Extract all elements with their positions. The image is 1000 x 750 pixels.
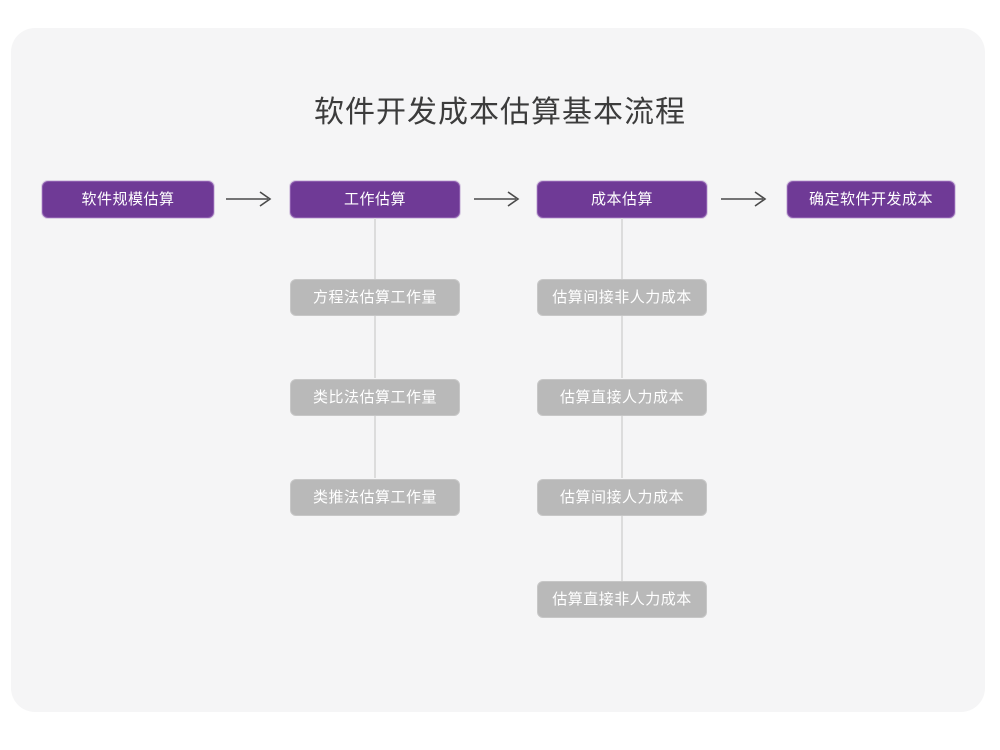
- substep-node[interactable]: 类比法估算工作量: [290, 379, 460, 416]
- stage-node-4-label: 确定软件开发成本: [808, 191, 933, 208]
- substep-node-label: 方程法估算工作量: [312, 289, 437, 306]
- substep-node-label: 估算直接非人力成本: [552, 591, 692, 608]
- page-title: 软件开发成本估算基本流程: [314, 96, 686, 129]
- substep-node-label: 估算间接人力成本: [559, 489, 684, 506]
- right-arrow-icon-1: [224, 187, 278, 211]
- right-arrow-icon-2: [472, 187, 526, 211]
- diagram-card: [11, 28, 985, 712]
- stage-node-1[interactable]: 软件规模估算: [42, 181, 214, 218]
- substep-node-label: 估算间接非人力成本: [552, 289, 692, 306]
- stage-node-3-label: 成本估算: [590, 191, 653, 208]
- substep-node[interactable]: 方程法估算工作量: [290, 279, 460, 316]
- substep-node-label: 类比法估算工作量: [312, 389, 437, 406]
- connector-line: [374, 416, 376, 478]
- connector-line: [621, 218, 623, 279]
- substep-node[interactable]: 估算间接非人力成本: [537, 279, 707, 316]
- connector-line: [374, 218, 376, 279]
- stage-node-3[interactable]: 成本估算: [537, 181, 707, 218]
- substep-node-label: 类推法估算工作量: [312, 489, 437, 506]
- connector-line: [621, 516, 623, 581]
- substep-node[interactable]: 类推法估算工作量: [290, 479, 460, 516]
- substep-node[interactable]: 估算直接非人力成本: [537, 581, 707, 618]
- stage-node-2[interactable]: 工作估算: [290, 181, 460, 218]
- substep-node-label: 估算直接人力成本: [559, 389, 684, 406]
- stage-node-2-label: 工作估算: [343, 191, 406, 208]
- right-arrow-icon-3: [719, 187, 773, 211]
- substep-node[interactable]: 估算直接人力成本: [537, 379, 707, 416]
- stage-node-4[interactable]: 确定软件开发成本: [787, 181, 955, 218]
- connector-line: [374, 316, 376, 378]
- stage-node-1-label: 软件规模估算: [81, 191, 175, 208]
- connector-line: [621, 316, 623, 378]
- connector-line: [621, 416, 623, 478]
- substep-node[interactable]: 估算间接人力成本: [537, 479, 707, 516]
